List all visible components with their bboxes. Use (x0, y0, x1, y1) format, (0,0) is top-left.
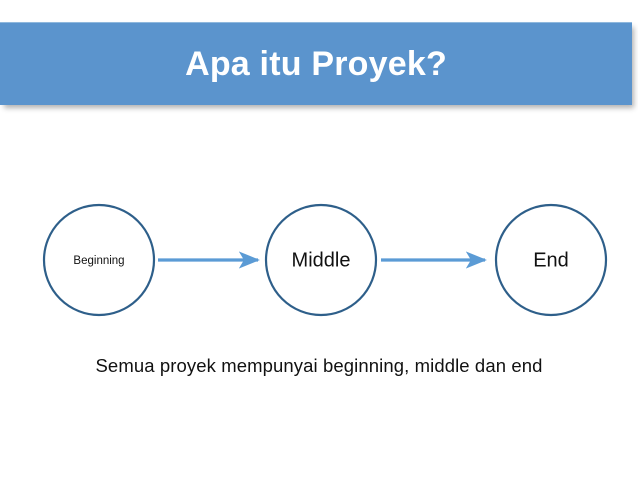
node-beginning-label: Beginning (73, 255, 124, 267)
flow-diagram: Beginning Middle End (0, 150, 638, 370)
node-middle-label: Middle (292, 249, 351, 271)
node-middle-shape (264, 203, 378, 317)
node-end-label: End (533, 249, 569, 271)
page-title: Apa itu Proyek? (185, 45, 447, 83)
slide-caption: Semua proyek mempunyai beginning, middle… (95, 355, 543, 376)
flow-diagram-svg: Beginning Middle End (42, 203, 608, 317)
node-middle[interactable]: Middle (264, 203, 378, 317)
node-end[interactable]: End (494, 203, 608, 317)
node-beginning-shape (42, 203, 156, 317)
title-banner: Apa itu Proyek? (0, 22, 632, 105)
node-end-shape (494, 203, 608, 317)
node-beginning[interactable]: Beginning (42, 203, 156, 317)
